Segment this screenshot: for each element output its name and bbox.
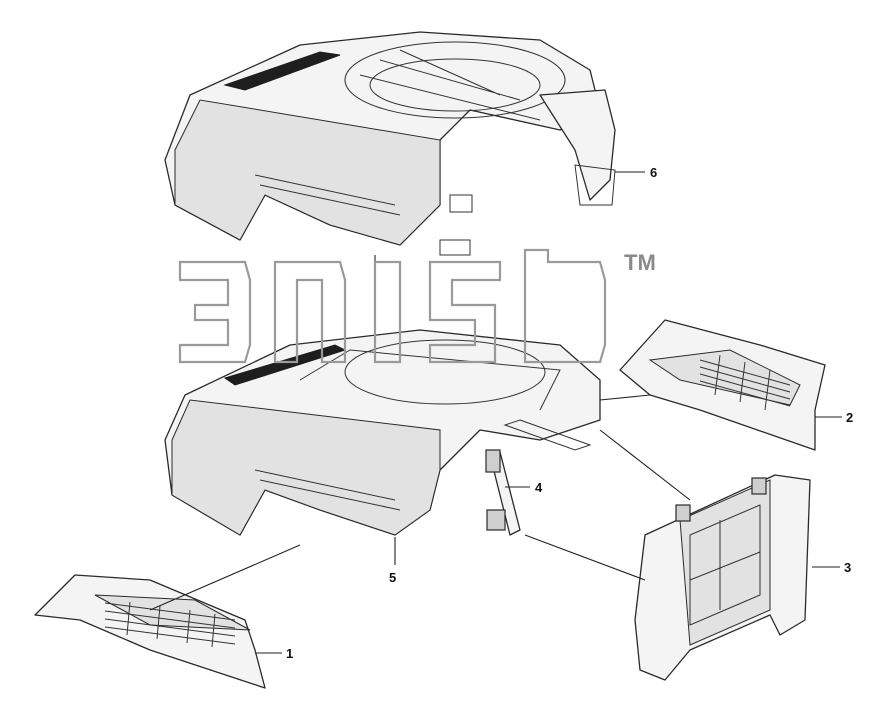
callout-5-label: 5 (389, 570, 396, 585)
part-4-support-strut (485, 449, 521, 536)
callout-1: 1 (255, 646, 293, 661)
callout-2: 2 (815, 410, 853, 425)
part-1-lower-front-panel (34, 574, 266, 689)
callout-3-label: 3 (844, 560, 851, 575)
callout-3: 3 (812, 560, 851, 575)
callout-4-label: 4 (535, 480, 543, 495)
part-2-vent-slots (699, 354, 791, 411)
callout-6-label: 6 (650, 165, 657, 180)
part-1-vent-slots (104, 601, 236, 648)
part-5-hood-shell (164, 329, 601, 536)
watermark-logo: TM (178, 248, 656, 364)
part-2-right-vented-panel (619, 319, 826, 451)
callout-1-label: 1 (286, 646, 293, 661)
callout-4: 4 (505, 480, 543, 495)
callouts: 6 2 4 5 3 1 (255, 165, 853, 661)
callout-2-label: 2 (846, 410, 853, 425)
part-3-rear-frame (634, 474, 811, 681)
callout-5: 5 (389, 537, 396, 585)
watermark-tm: TM (624, 250, 656, 275)
callout-6: 6 (615, 165, 657, 180)
part-6-upper-hood-assembly (164, 31, 616, 256)
